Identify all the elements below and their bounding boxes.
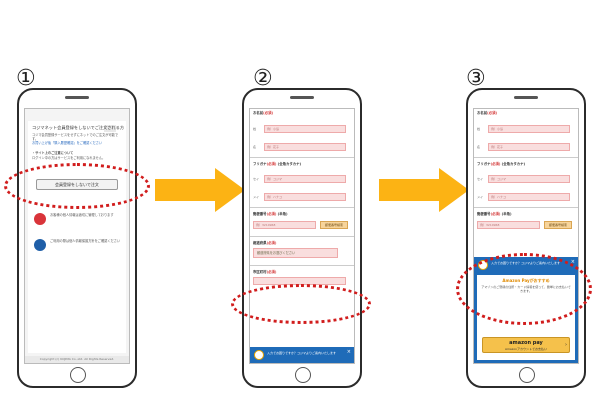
amazon-pay-logo: amazon pay xyxy=(509,340,543,346)
security-seal-icon xyxy=(34,239,46,251)
zip-search-button[interactable]: 郵便番号検索 xyxy=(320,221,348,229)
first-name-input[interactable]: 例）花子 xyxy=(264,143,346,151)
highlight-ring-help-banner xyxy=(231,284,371,324)
last-name-input[interactable]: 例）小島 xyxy=(488,125,570,133)
zip-input[interactable]: 例）3210968 xyxy=(253,221,316,229)
history-link[interactable]: お買い上げ後「購入履歴確認」をご確認ください xyxy=(32,141,103,145)
cart-title: コジマネット会員登録をしないでご注文される方 xyxy=(32,125,125,130)
assistant-avatar-icon xyxy=(254,350,264,360)
order-form: お名前(必須) 姓例）小島 名例）花子 フリガナ(必須) (全角カタカナ) セイ… xyxy=(250,109,354,286)
intro-text: コジマ会員登録サービスをせずにネットでのご注文が可能です。 xyxy=(32,133,119,142)
notice-body: ログイン中の方はサービスをご利用になれません。 xyxy=(32,156,106,160)
last-name-input[interactable]: 例）小島 xyxy=(264,125,346,133)
zip-label: 郵便番号(必須) (半角) xyxy=(253,212,288,216)
guest-order-card: コジマネット会員登録をしないでご注文される方 コジマ会員登録サービスをせずにネッ… xyxy=(28,121,126,353)
seal2-text: ご利用の際は個人情報保護方針をご確認ください xyxy=(50,239,121,243)
phone-step-3: お名前(必須) 姓例）小島 名例）花子 フリガナ(必須) (全角カタカナ) セイ… xyxy=(466,88,586,388)
privacy-seal-icon xyxy=(34,213,46,225)
first-name-kana-input[interactable]: 例）ハナコ xyxy=(488,193,570,201)
store-logo xyxy=(104,125,116,132)
phone-step-1: コジマネット会員登録をしないでご注文される方 コジマ会員登録サービスをせずにネッ… xyxy=(17,88,137,388)
step-number-1: ① xyxy=(16,66,36,91)
footer-copyright: Copyright (c) KOJIMA Co.,Ltd. All Rights… xyxy=(25,356,129,363)
highlight-ring-amazon-pay xyxy=(456,253,592,325)
amazon-pay-button[interactable]: amazon pay Amazonアカウントでお支払い › xyxy=(482,337,570,353)
first-name-input[interactable]: 例）花子 xyxy=(488,143,570,151)
pref-label: 都道府県(必須) xyxy=(253,241,277,245)
name-label: お名前(必須) xyxy=(253,111,274,115)
close-icon[interactable]: × xyxy=(346,349,351,355)
chevron-right-icon: › xyxy=(565,342,567,348)
step-number-2: ② xyxy=(253,66,273,91)
step-number-3: ③ xyxy=(466,66,486,91)
zip-search-button[interactable]: 郵便番号検索 xyxy=(544,221,572,229)
kana-label: フリガナ(必須) (全角カタカナ) xyxy=(253,162,302,166)
phone-screen: お名前(必須) 姓例）小島 名例）花子 フリガナ(必須) (全角カタカナ) セイ… xyxy=(249,108,355,364)
first-name-kana-input[interactable]: 例）ハナコ xyxy=(264,193,346,201)
order-form: お名前(必須) 姓例）小島 名例）花子 フリガナ(必須) (全角カタカナ) セイ… xyxy=(474,109,578,234)
phone-screen: コジマネット会員登録をしないでご注文される方 コジマ会員登録サービスをせずにネッ… xyxy=(24,108,130,364)
seal-text: お客様の個人情報は適切に管理しております xyxy=(50,213,114,217)
help-banner[interactable]: 入力でお困りですか？コジマよりご案内いたします × xyxy=(250,347,354,363)
last-name-kana-input[interactable]: 例）コジマ xyxy=(264,175,346,183)
amazon-pay-subtext: Amazonアカウントでお支払い xyxy=(504,346,548,351)
phone-step-2: お名前(必須) 姓例）小島 名例）花子 フリガナ(必須) (全角カタカナ) セイ… xyxy=(242,88,362,388)
notice-title: ・サイト上のご注意について xyxy=(32,151,74,155)
zip-input[interactable]: 例）3210968 xyxy=(477,221,540,229)
close-icon[interactable]: × xyxy=(570,259,575,265)
highlight-ring-guest-button xyxy=(4,163,150,209)
last-name-kana-input[interactable]: 例）コジマ xyxy=(488,175,570,183)
phone-screen: お名前(必須) 姓例）小島 名例）花子 フリガナ(必須) (全角カタカナ) セイ… xyxy=(473,108,579,364)
prefecture-select[interactable]: 都道府県をお選びください xyxy=(253,248,338,258)
banner-text: 入力でお困りですか？コジマよりご案内いたします xyxy=(267,351,336,355)
city-label: 市区町村(必須) xyxy=(253,270,277,274)
